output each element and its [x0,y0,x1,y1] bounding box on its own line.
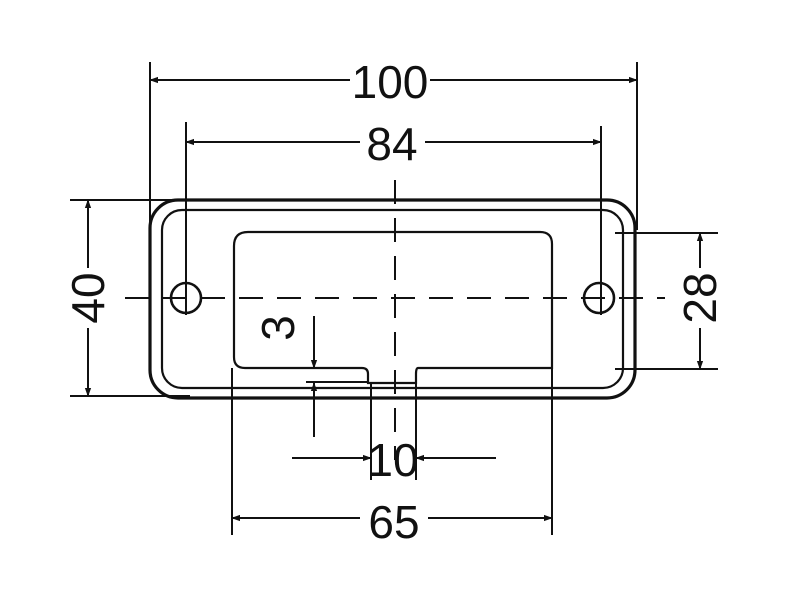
dimension-label-28: 28 [674,272,726,323]
dimension-label-3: 3 [252,315,304,341]
lens-window [232,230,554,385]
dimension-label-10: 10 [367,434,418,486]
dimension-notch-depth: 3 [252,315,318,437]
dimension-label-65: 65 [368,496,419,548]
dimension-label-84: 84 [366,118,417,170]
dimension-overall-height: 40 [62,199,114,397]
dimension-notch-width: 10 [292,434,496,486]
dimension-window-height: 28 [674,232,726,370]
dimension-label-40: 40 [62,272,114,323]
dimension-window-width: 65 [231,496,553,548]
dimension-label-100: 100 [352,56,429,108]
dimension-overall-width: 100 [149,56,638,108]
dimension-hole-spacing: 84 [185,118,602,170]
